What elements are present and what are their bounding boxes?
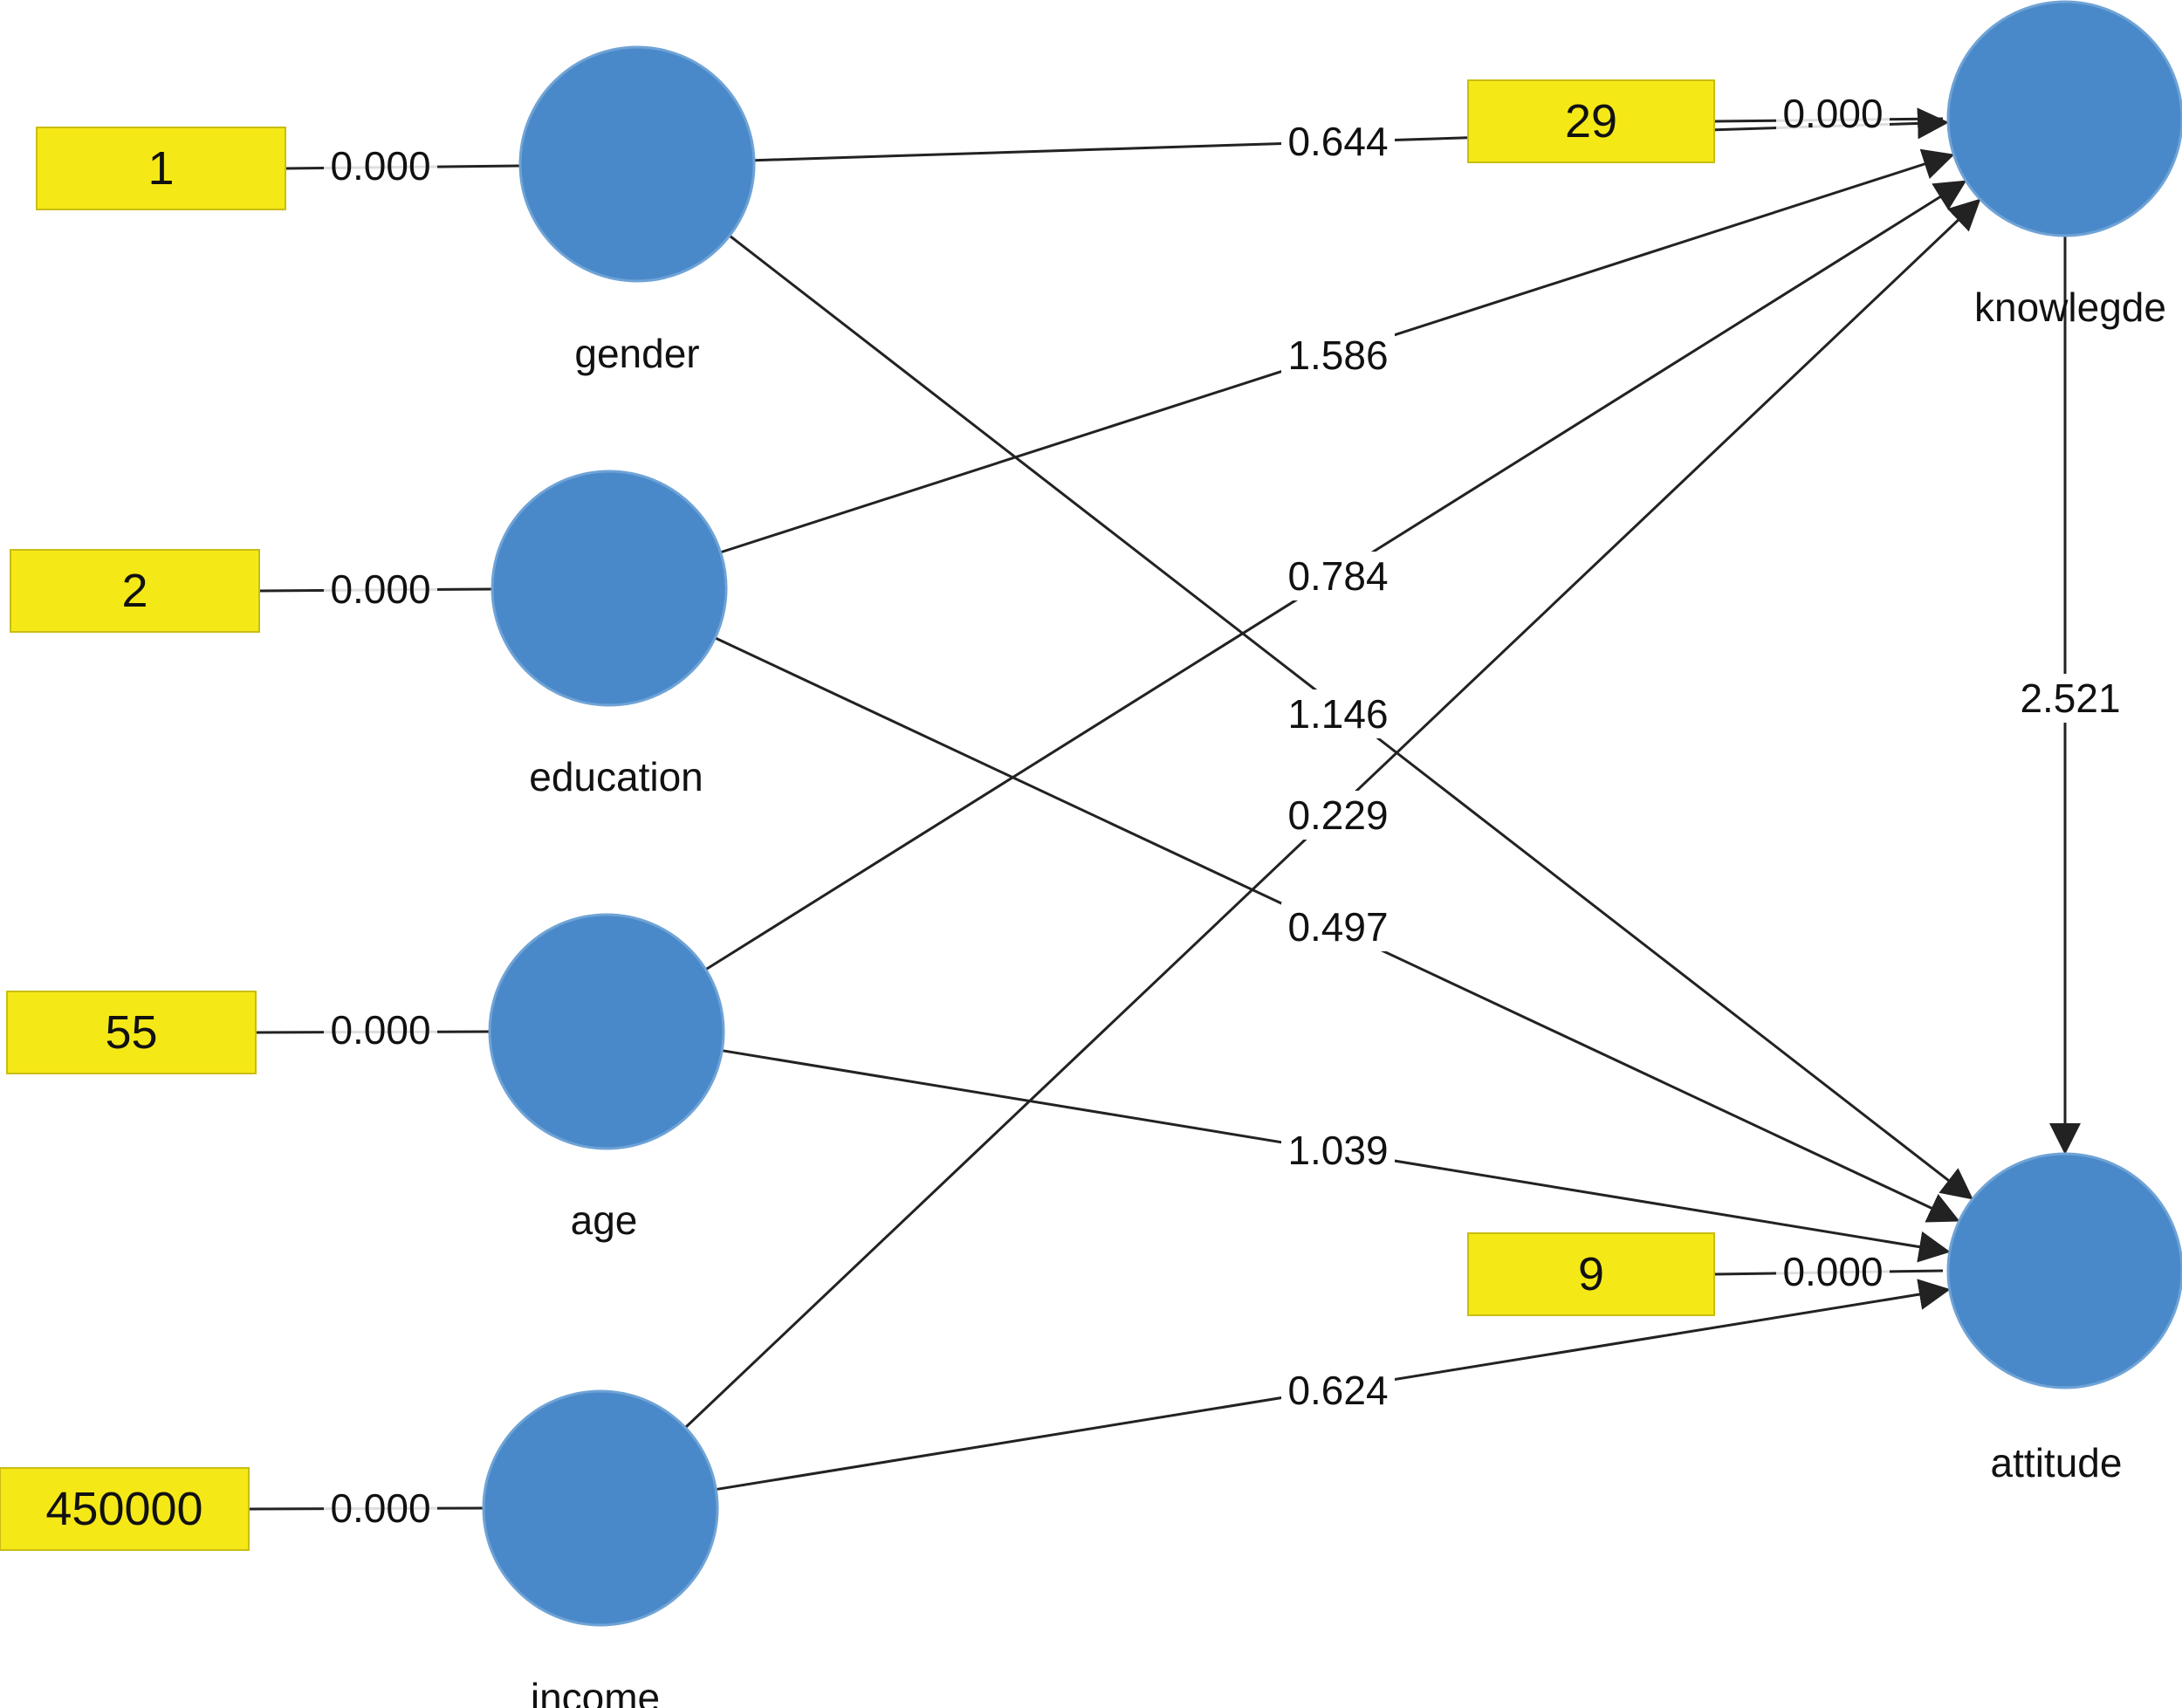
edges-layer: [248, 107, 2081, 1511]
indicator-weight-bg: [324, 1485, 437, 1531]
path-label-bg: [1281, 902, 1395, 951]
path-label-bg: [1281, 117, 1395, 166]
indicator-box-age: [6, 991, 257, 1074]
labels-layer: 0.644 1.586 0.784 0.229 1.146 0.497 1.039 0.624…: [324, 91, 2127, 1531]
indicator-box-education: [10, 549, 260, 633]
path-label-bg: [1281, 331, 1395, 380]
construct-node-education: [491, 470, 728, 707]
indicator-weight-attitude: 0.000: [1782, 1249, 1883, 1294]
path-label-bg: [1281, 1126, 1395, 1175]
construct-label-attitude: attitude: [1991, 1440, 2123, 1485]
path-label-bg: [1281, 791, 1395, 840]
indicator-box-gender: [36, 127, 286, 210]
indicator-value-education: 2: [121, 565, 148, 617]
indicator-value-age: 55: [105, 1006, 157, 1059]
indicator-weight-bg: [1776, 1249, 1890, 1294]
path-label-bg: [1281, 1366, 1395, 1415]
construct-node-income: [482, 1389, 719, 1627]
construct-node-age: [488, 913, 725, 1150]
construct-label-age: age: [571, 1197, 638, 1243]
path-coefficient-education-attitude: 0.497: [1287, 904, 1388, 950]
indicator-weight-education: 0.000: [330, 566, 430, 612]
indicator-weight-bg: [324, 143, 437, 189]
indicator-weight-bg: [324, 566, 437, 612]
path-label-bg: [1281, 689, 1395, 738]
indicator-value-attitude: 9: [1578, 1248, 1604, 1300]
construct-label-education: education: [529, 754, 703, 799]
indicator-weight-bg: [1776, 91, 1890, 136]
indicator-value-income: 450000: [45, 1483, 202, 1535]
indicator-weight-income: 0.000: [330, 1485, 430, 1531]
indicator-weight-knowledge: 0.000: [1782, 91, 1883, 136]
construct-node-gender: [518, 45, 756, 283]
path-coefficient-age-knowledge: 0.784: [1287, 553, 1388, 599]
construct-label-gender: gender: [574, 331, 699, 376]
path-label-bg: [2014, 674, 2127, 723]
path-coefficient-age-attitude: 1.039: [1287, 1128, 1388, 1173]
path-coefficient-knowledge-attitude: 2.521: [2020, 676, 2120, 721]
construct-node-knowledge: [1946, 0, 2182, 237]
indicator-box-attitude: [1467, 1232, 1715, 1316]
construct-label-knowledge: knowlegde: [1974, 285, 2166, 330]
indicator-weight-bg: [324, 1007, 437, 1053]
indicator-value-knowledge: 29: [1565, 95, 1617, 147]
indicator-box-knowledge: [1467, 79, 1715, 163]
path-coefficient-gender-knowledge: 0.644: [1287, 119, 1388, 164]
indicator-weight-gender: 0.000: [330, 143, 430, 189]
path-coefficient-income-knowledge: 0.229: [1287, 792, 1388, 838]
indicator-weight-age: 0.000: [330, 1007, 430, 1053]
path-coefficient-education-knowledge: 1.586: [1287, 333, 1388, 378]
path-coefficient-gender-attitude: 1.146: [1287, 691, 1388, 737]
construct-label-income: income: [531, 1675, 660, 1708]
indicator-box-income: [0, 1467, 250, 1551]
construct-node-attitude: [1946, 1152, 2182, 1389]
indicator-value-gender: 1: [148, 142, 174, 195]
path-label-bg: [1281, 552, 1395, 600]
path-coefficient-income-attitude: 0.624: [1287, 1368, 1388, 1413]
